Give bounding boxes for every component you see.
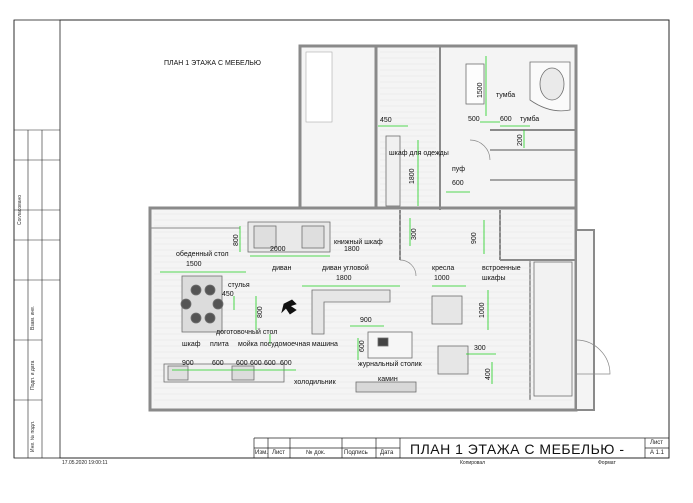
dimension-k900: 900 xyxy=(182,360,194,367)
label-bookcase: книжный шкаф xyxy=(334,238,383,246)
stamp-format: Формат xyxy=(598,460,616,466)
stamp-title: ПЛАН 1 ЭТАЖА С МЕБЕЛЬЮ - xyxy=(410,441,625,457)
dimension-d400: 400 xyxy=(485,368,492,380)
stamp-izm: Изм. xyxy=(255,450,268,456)
stamp-data: Дата xyxy=(380,450,394,456)
dimension-d1800b: 1800 xyxy=(344,246,360,253)
title-block xyxy=(13,20,669,459)
dimension-d2000: 2000 xyxy=(270,246,286,253)
armchair-2 xyxy=(437,345,469,375)
dimension-d600c: 600 xyxy=(359,340,366,352)
dimension-d600b: 600 xyxy=(452,180,464,187)
armchair-1 xyxy=(431,295,463,325)
dimension-k600b: 600 xyxy=(236,360,248,367)
label-builtin2: шкафы xyxy=(482,275,506,282)
dimension-lines xyxy=(160,56,530,384)
label-corner_sofa: диван угловой xyxy=(322,264,369,272)
side-inv: Инв. № подл. xyxy=(30,420,36,452)
dimension-d450b: 450 xyxy=(222,291,234,298)
label-armchairs: кресла xyxy=(432,265,454,272)
side-soglasovano: Согласовано xyxy=(17,194,23,225)
stamp-sheet-no: А 1.1 xyxy=(650,450,665,456)
label-journal: журнальный столик xyxy=(358,360,423,368)
side-podp-data: Подп. и дата xyxy=(30,360,36,390)
label-fireplace: камин xyxy=(378,376,398,383)
dimension-d200: 200 xyxy=(517,134,524,146)
label-dishwasher: посудомоечная машина xyxy=(260,341,338,348)
side-vzam: Взам. инв. xyxy=(30,305,36,330)
shower xyxy=(465,63,485,105)
wardrobe xyxy=(385,135,401,207)
dimension-d900a: 900 xyxy=(471,232,478,244)
dimension-d800a: 800 xyxy=(233,234,240,246)
dimension-d1500b: 1500 xyxy=(186,261,202,268)
footer-datetime: 17.05.2020 19:00:11 xyxy=(62,460,108,466)
dimension-d1000a: 1000 xyxy=(434,275,450,282)
dimension-d600a: 600 xyxy=(500,116,512,123)
dimension-d900b: 900 xyxy=(360,317,372,324)
doors xyxy=(399,139,611,375)
drawing-title: ПЛАН 1 ЭТАЖА С МЕБЕЛЬЮ xyxy=(164,60,261,67)
stamp-podpis: Подпись xyxy=(344,450,368,456)
stamp-kopiroval: Копировал xyxy=(460,460,486,466)
label-sofa: диван xyxy=(272,265,292,272)
label-dining: обеденный стол xyxy=(176,250,229,258)
dimension-k600c: 600 xyxy=(250,360,262,367)
dimension-d450a: 450 xyxy=(380,117,392,124)
dimension-k600a: 600 xyxy=(212,360,224,367)
label-tumba1: тумба xyxy=(496,91,515,99)
side-stamp xyxy=(14,129,60,458)
label-builtin: встроенные xyxy=(482,265,521,272)
plan-labels: тумба тумба шкаф для одежды пуф книжный шкаф… xyxy=(176,91,539,386)
corner-sofa xyxy=(311,289,391,335)
coffee-table xyxy=(367,331,413,359)
label-tumba2: тумба xyxy=(520,115,539,123)
dimension-d1800c: 1800 xyxy=(336,275,352,282)
dimension-d300b: 300 xyxy=(474,345,486,352)
dimension-d500: 500 xyxy=(468,116,480,123)
dimension-k600d: 600 xyxy=(264,360,276,367)
label-stove: плита xyxy=(210,341,229,348)
builtin-closets xyxy=(533,261,573,397)
dimension-d800b: 800 xyxy=(257,306,264,318)
stamp-list: Лист xyxy=(272,450,286,456)
dimension-d300a: 300 xyxy=(411,228,418,240)
label-fridge: холодильник xyxy=(294,379,337,386)
dimension-d1000b: 1000 xyxy=(479,302,486,318)
label-sink: мойка xyxy=(238,340,258,348)
dimension-d1500a: 1500 xyxy=(477,82,484,98)
plant xyxy=(281,299,297,315)
stamp-list-right: Лист xyxy=(650,440,664,446)
label-puf: пуф xyxy=(452,166,465,173)
label-wardrobe: шкаф для одежды xyxy=(389,150,449,157)
dimension-d1800a: 1800 xyxy=(409,168,416,184)
dimension-k600e: 600 xyxy=(280,360,292,367)
label-chairs: стулья xyxy=(228,282,250,289)
label-cabinet: шкаф xyxy=(182,341,201,348)
fireplace xyxy=(355,381,417,393)
plan-dimensions: 1500 450 500 600 200 1800 600 300 800 2000 1800 900… xyxy=(182,82,524,380)
stamp-ndoc: № док. xyxy=(306,450,326,456)
label-coffee_table: доготовочный стол xyxy=(216,328,277,336)
furniture xyxy=(163,61,573,397)
